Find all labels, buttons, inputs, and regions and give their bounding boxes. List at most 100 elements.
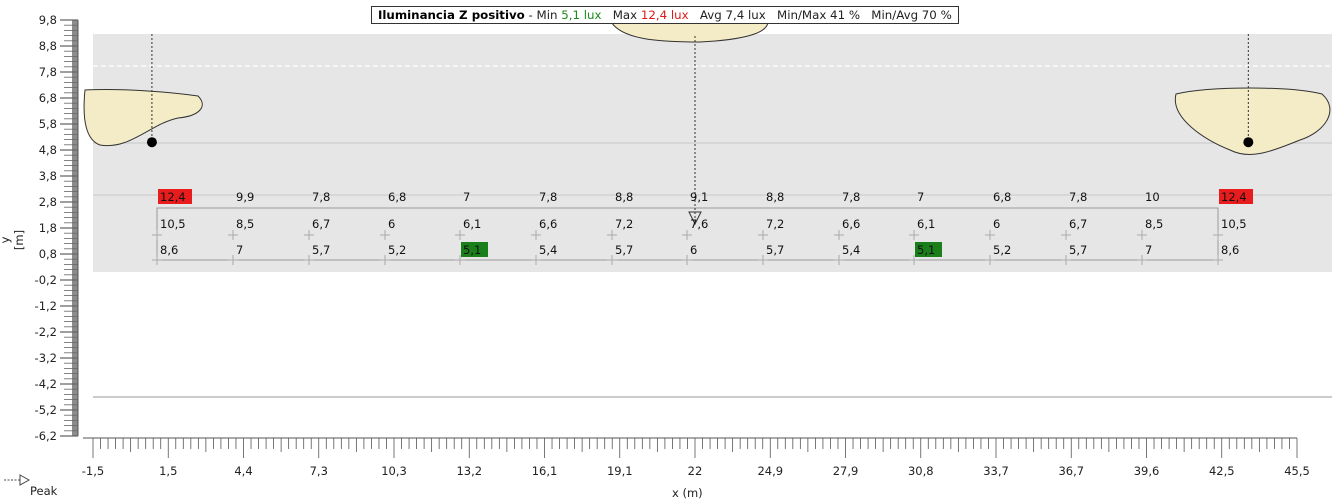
header-max-label: Max	[612, 8, 641, 22]
y-axis-title: y [m]	[0, 229, 26, 251]
illuminance-value: 6	[690, 243, 697, 257]
illuminance-value: 6,6	[539, 217, 557, 231]
min-value-highlight	[461, 242, 488, 257]
illuminance-value: 7	[1145, 243, 1152, 257]
illuminance-value: 8,6	[1221, 243, 1239, 257]
illuminance-value: 6	[993, 217, 1000, 231]
y-tick-label: -4,2	[35, 377, 57, 391]
illuminance-value: 7,6	[690, 217, 708, 231]
illuminance-value: 7	[236, 243, 243, 257]
x-tick-label: 16,1	[532, 464, 558, 478]
illuminance-value: 7,8	[842, 190, 860, 204]
peak-label: Peak	[30, 484, 58, 498]
illuminance-value: 10,5	[1221, 217, 1247, 231]
y-tick-label: 7,8	[39, 65, 57, 79]
illuminance-value: 9,1	[690, 190, 708, 204]
y-tick-label: 2,8	[39, 195, 57, 209]
illuminance-value: 5,4	[842, 243, 860, 257]
y-tick-label: 5,8	[39, 117, 57, 131]
illuminance-value: 12,4	[1221, 190, 1247, 204]
y-axis: 9,8 8,8 7,8 6,8 5,8 4,8 3,8 2,8 1,8 0,8 -0,2 -1,2 -2…	[35, 13, 79, 443]
max-value-highlight	[1219, 189, 1253, 204]
illuminance-value: 9,9	[236, 190, 254, 204]
illuminance-value: 7,2	[766, 217, 784, 231]
y-tick-label: 1,8	[39, 221, 57, 235]
header-min-value: 5,1 lux	[561, 8, 602, 22]
room-floor	[93, 34, 1332, 272]
illuminance-value: 5,7	[1069, 243, 1087, 257]
header-title: Iluminancia Z positivo	[378, 8, 525, 22]
illuminance-value: 8,6	[160, 243, 178, 257]
illuminance-value: 10,5	[160, 217, 186, 231]
y-tick-label: 6,8	[39, 91, 57, 105]
y-tick-label: -5,2	[35, 403, 57, 417]
illuminance-value: 6,1	[463, 217, 481, 231]
y-tick-label: 3,8	[39, 169, 57, 183]
x-tick-label: 39,6	[1134, 464, 1160, 478]
illuminance-value: 12,4	[160, 190, 186, 204]
illuminance-value: 7	[463, 190, 470, 204]
x-tick-label: 19,1	[607, 464, 633, 478]
illuminance-value: 6,7	[1069, 217, 1087, 231]
illuminance-value: 8,8	[766, 190, 784, 204]
illuminance-value: 7,2	[615, 217, 633, 231]
y-tick-label: 0,8	[39, 247, 57, 261]
y-tick-label: 9,8	[39, 13, 57, 27]
header-sep: - Min	[524, 8, 562, 22]
illuminance-value: 7,8	[1069, 190, 1087, 204]
illuminance-value: 6	[388, 217, 395, 231]
illuminance-value: 6,8	[388, 190, 406, 204]
illuminance-value: 6,6	[842, 217, 860, 231]
x-tick-label: -1,5	[82, 464, 104, 478]
illuminance-value: 7,8	[312, 190, 330, 204]
y-tick-label: -3,2	[35, 351, 57, 365]
luminaire-aim-point	[146, 137, 157, 148]
illuminance-value: 10	[1145, 190, 1160, 204]
calculation-grid	[152, 207, 1223, 265]
illuminance-value: 5,1	[917, 243, 935, 257]
peak-arrow-icon	[4, 474, 31, 486]
illuminance-value: 8,8	[615, 190, 633, 204]
x-tick-label: 13,2	[456, 464, 482, 478]
x-tick-label: 45,5	[1284, 464, 1310, 478]
header-avg: Avg 7,4 lux	[699, 8, 766, 22]
x-tick-label: 42,5	[1209, 464, 1235, 478]
illuminance-value: 6,1	[917, 217, 935, 231]
peak-legend: Peak	[2, 474, 57, 498]
illuminance-value: 5,2	[388, 243, 406, 257]
y-tick-label: -2,2	[35, 325, 57, 339]
illuminance-value: 6,7	[312, 217, 330, 231]
illuminance-value: 5,1	[463, 243, 481, 257]
illuminance-value: 5,4	[539, 243, 557, 257]
y-tick-label: 4,8	[39, 143, 57, 157]
x-tick-label: 27,9	[833, 464, 859, 478]
luminaire-aim-arrow	[688, 211, 702, 226]
luminaire-aim-point	[1243, 137, 1254, 148]
illuminance-value: 8,5	[236, 217, 254, 231]
luminaires	[83, 19, 1331, 226]
y-tick-label: 8,8	[39, 39, 57, 53]
y-tick-label: -0,2	[35, 273, 57, 287]
illuminance-value: 6,8	[993, 190, 1011, 204]
header-minavg: Min/Avg 70 %	[871, 8, 952, 22]
luminaire-shape	[1174, 87, 1331, 156]
x-tick-label: 22	[688, 464, 703, 478]
x-tick-label: 33,7	[983, 464, 1009, 478]
x-tick-label: 30,8	[908, 464, 934, 478]
header-minmax: Min/Max 41 %	[777, 8, 861, 22]
x-tick-label: 24,9	[757, 464, 783, 478]
illuminance-value: 5,7	[766, 243, 784, 257]
x-axis-title: x (m)	[672, 486, 703, 500]
luminaire-shape	[83, 88, 203, 147]
x-tick-label: 36,7	[1058, 464, 1084, 478]
y-tick-label: -1,2	[35, 299, 57, 313]
illuminance-value: 7	[917, 190, 924, 204]
illuminance-value: 5,7	[312, 243, 330, 257]
x-tick-label: 1,5	[159, 464, 177, 478]
min-value-highlight	[915, 242, 942, 257]
x-tick-label: 4,4	[234, 464, 252, 478]
results-header: Iluminancia Z positivo - Min 5,1 lux Max…	[371, 6, 959, 24]
